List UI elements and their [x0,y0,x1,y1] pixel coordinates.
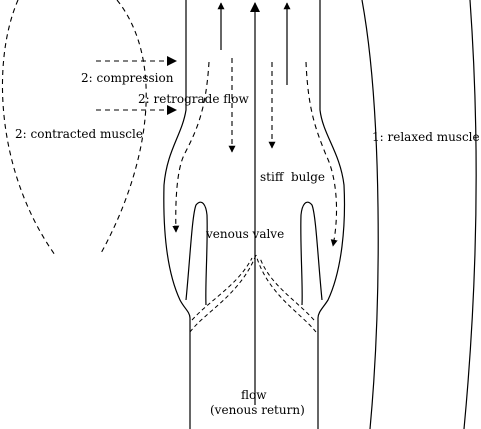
retrograde-arrow-left-pocket [172,61,210,233]
right-valve-pocket [300,201,323,306]
vein-wall-left [163,0,191,429]
vein-wall-right [317,0,346,429]
venous-return-label: (venous return) [210,403,305,417]
relaxed-muscle-label: 1: relaxed muscle [372,130,480,144]
relaxed-muscle-outline-left [361,0,379,429]
venous-valve-label: venous valve [205,227,284,241]
left-valve-pocket [185,201,208,306]
left-valve-leaflet [189,254,257,333]
left-valve-leaflet-inner [191,257,253,321]
stiff-bulge-label: stiff bulge [260,170,325,184]
retrograde-arrow-right-pocket [305,61,338,247]
relaxed-muscle-outline-right [463,0,477,429]
right-valve-leaflet-inner [259,257,315,321]
contracted-muscle-label: 2: contracted muscle [15,127,143,141]
right-valve-leaflet [255,254,317,333]
flow-label: flow [241,388,267,402]
retrograde-flow-label: 2: retrograde flow [138,92,250,106]
contracted-muscle-outline [1,0,56,256]
compression-label: 2: compression [81,71,174,85]
contracted-muscle-outline-right [99,0,147,256]
